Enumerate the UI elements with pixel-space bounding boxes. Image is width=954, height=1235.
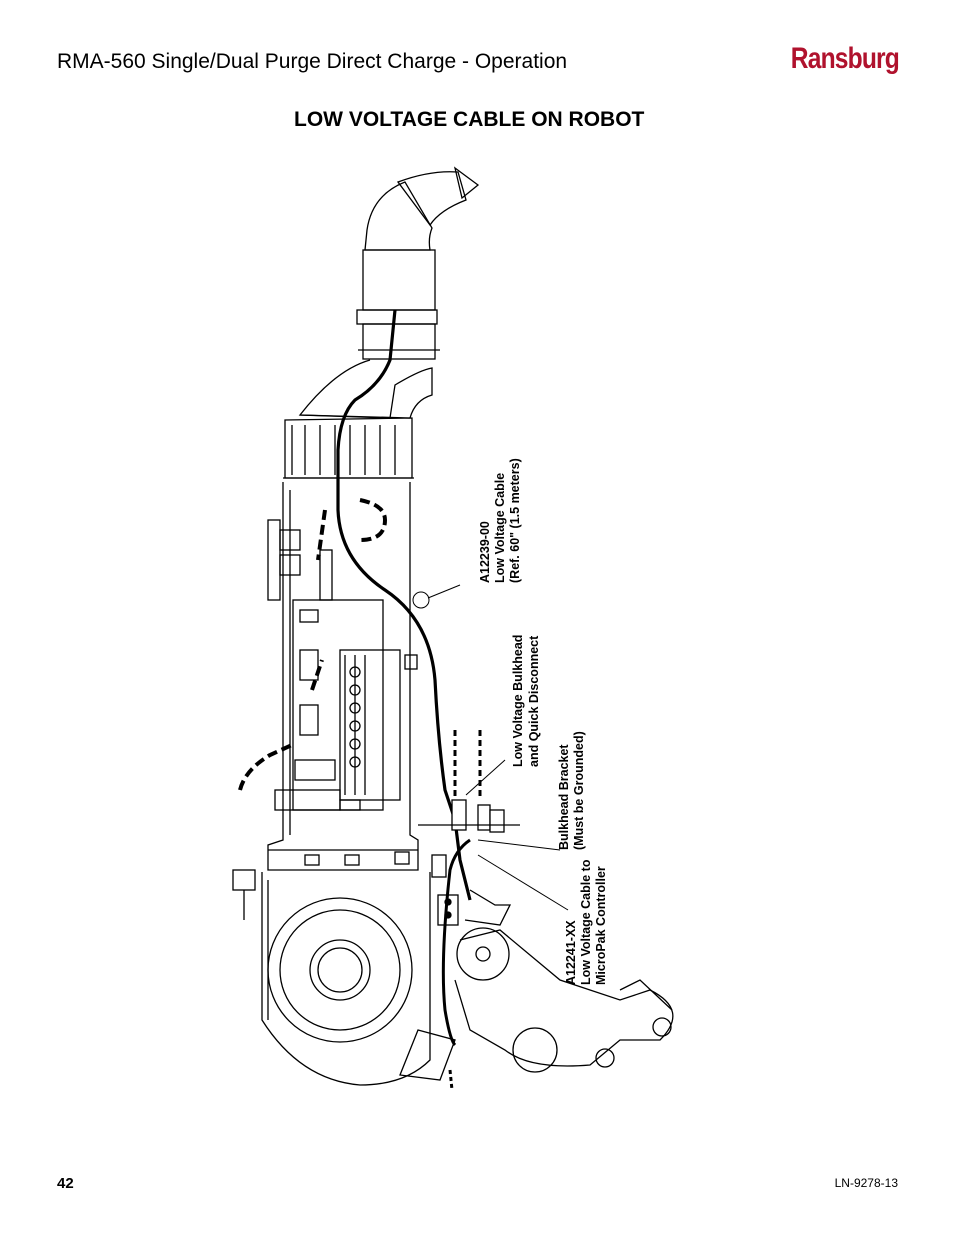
callout-bracket-line1: Bulkhead Bracket (557, 744, 571, 850)
callout-bracket-line2: (Must be Grounded) (572, 731, 586, 850)
brand-logo: Ransburg (790, 42, 900, 75)
page-header-title: RMA-560 Single/Dual Purge Direct Charge … (57, 50, 568, 73)
dashed-hoses (238, 498, 388, 791)
document-code: LN-9278-13 (834, 1176, 898, 1190)
callout-bulkhead: Low Voltage Bulkhead and Quick Disconnec… (511, 635, 541, 767)
applicator-head (298, 166, 480, 419)
callout-cable-60-line2: (Ref. 60" (1.5 meters) (508, 458, 522, 583)
leader-lines (412, 584, 569, 911)
callout-controller-cable-line1: Low Voltage Cable to (579, 859, 593, 985)
low-voltage-cable-a12239 (336, 309, 472, 901)
callout-bracket: Bulkhead Bracket (Must be Grounded) (557, 731, 586, 850)
callout-cable-60: A12239-00 Low Voltage Cable (Ref. 60" (1… (478, 458, 522, 583)
callout-bulkhead-line1: Low Voltage Bulkhead (511, 635, 525, 767)
wrist-ring (283, 417, 414, 479)
callout-cable-60-part: A12239-00 (478, 521, 492, 583)
callout-controller-cable: A12241-XX Low Voltage Cable to MicroPak … (564, 859, 608, 985)
low-voltage-cable-a12241 (441, 838, 471, 1091)
callout-bulkhead-line2: and Quick Disconnect (527, 635, 541, 767)
robot-lower-arm (454, 927, 674, 1073)
callout-controller-cable-line2: MicroPak Controller (594, 866, 608, 985)
bulkhead-disconnect (418, 730, 520, 926)
robot-elbow (232, 869, 456, 1086)
robot-arm-body (267, 482, 419, 871)
page-number: 42 (57, 1175, 74, 1192)
callout-cable-60-line1: Low Voltage Cable (493, 473, 507, 583)
callout-controller-cable-part: A12241-XX (564, 920, 578, 985)
section-title: LOW VOLTAGE CABLE ON ROBOT (294, 108, 645, 131)
